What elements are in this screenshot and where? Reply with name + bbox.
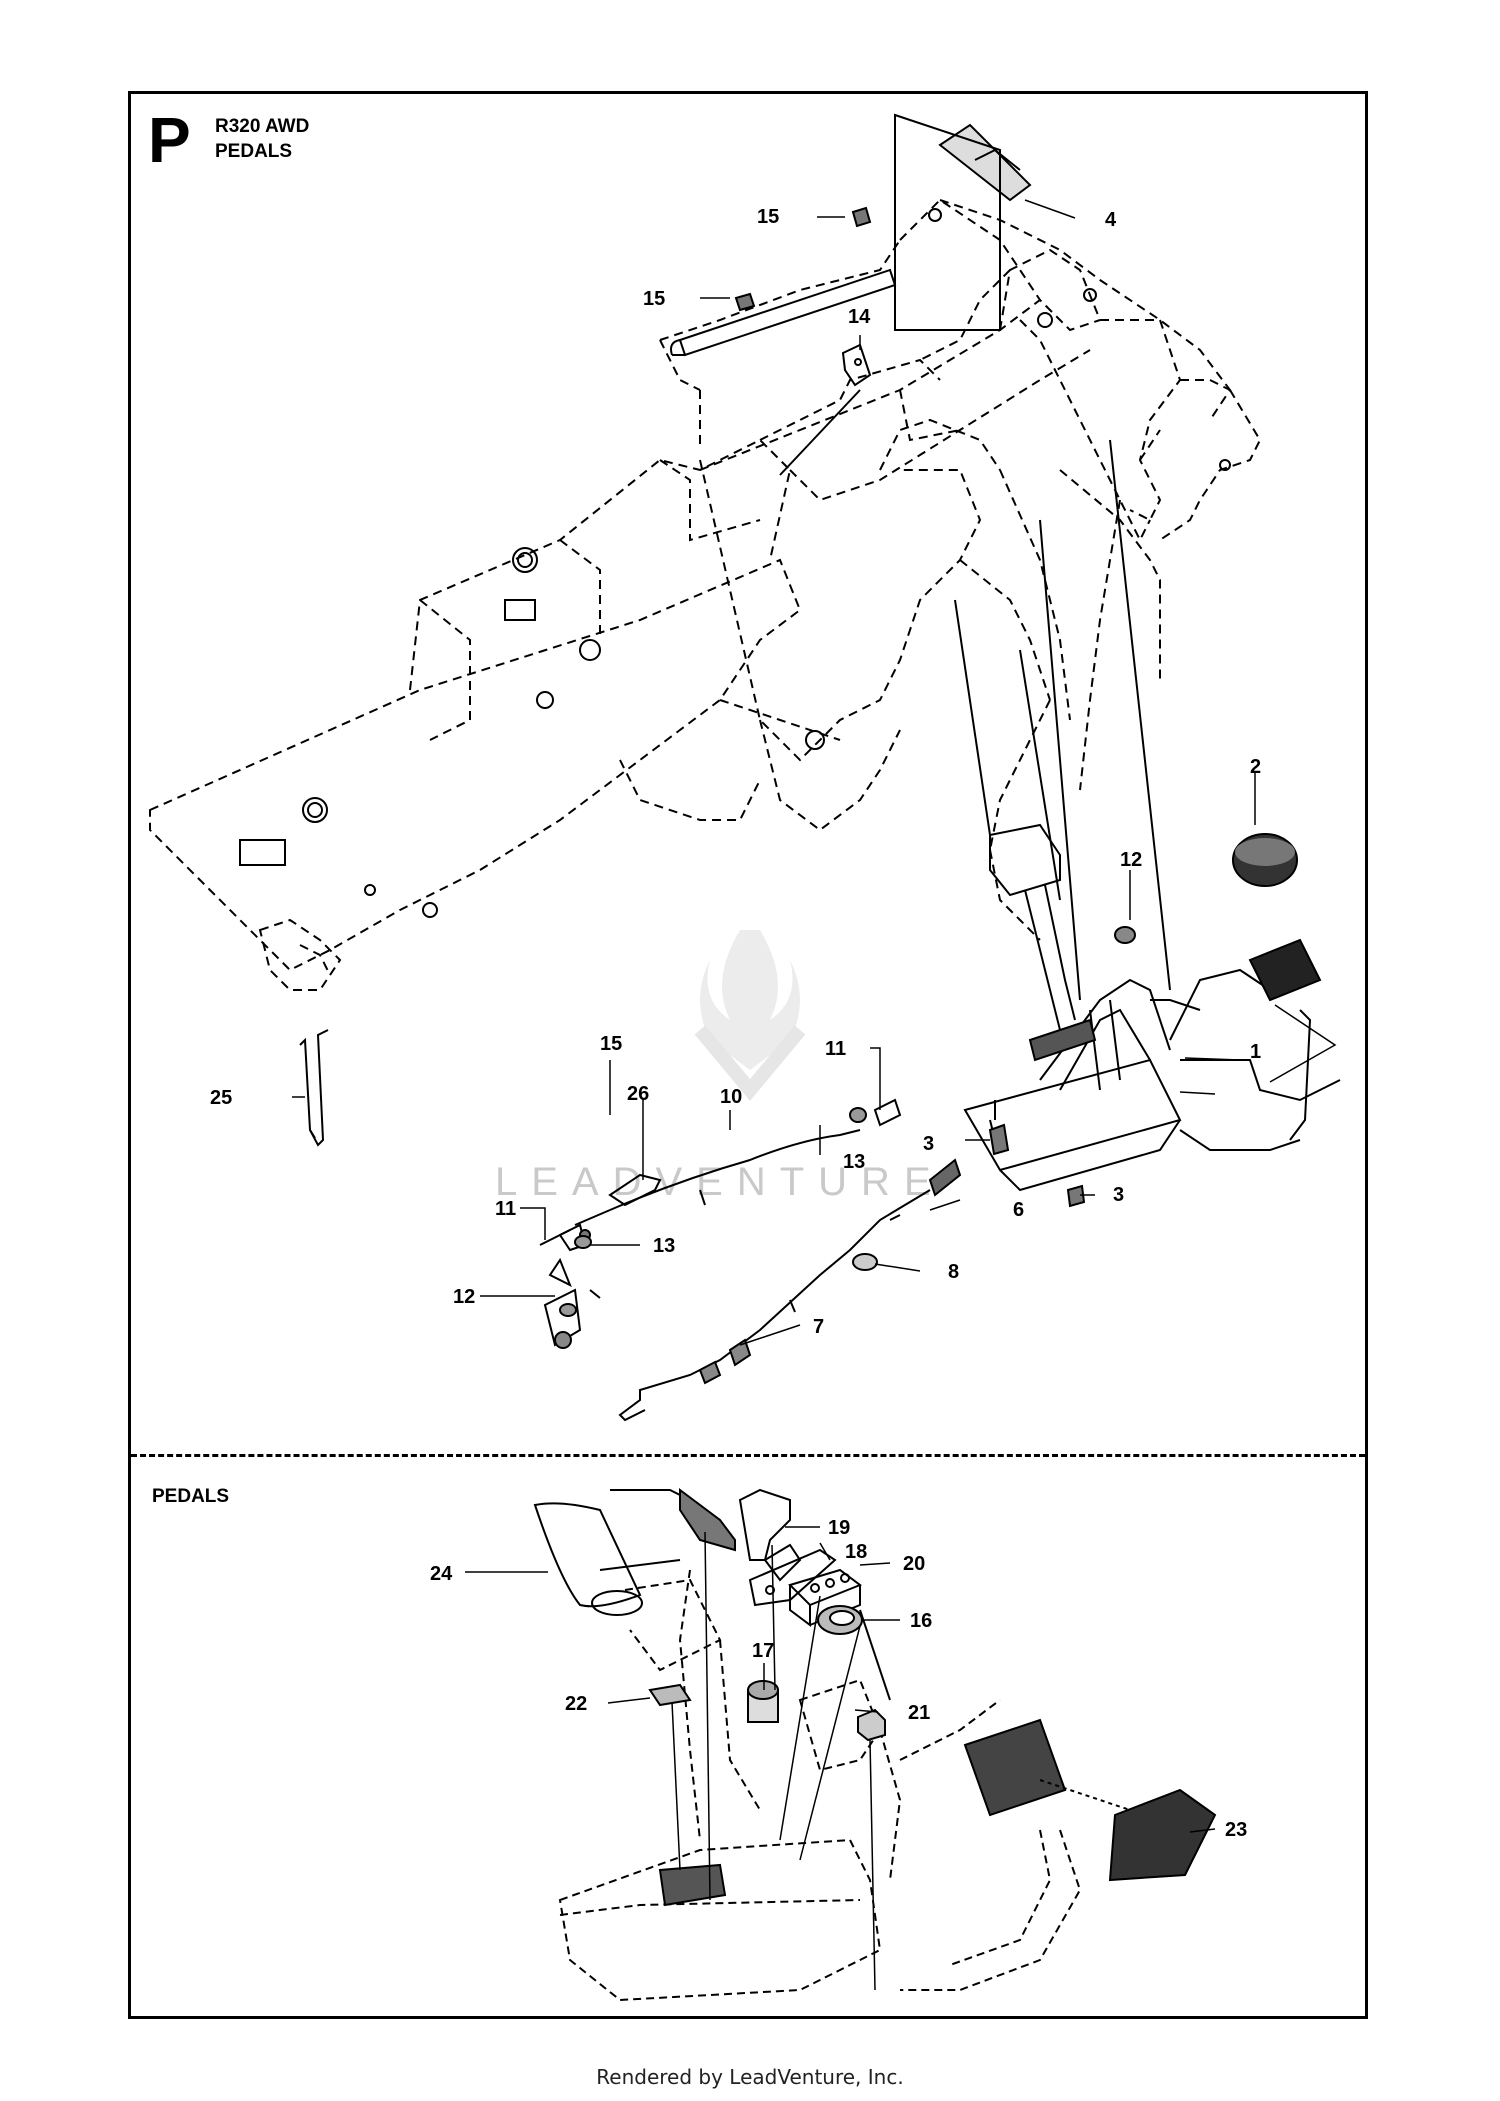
callout-22: 22 (565, 1693, 587, 1715)
cable-6-7 (618, 1119, 996, 1422)
diagram-frame (128, 91, 1368, 2019)
section-title: PEDALS (215, 141, 293, 162)
part-4-bracket (894, 113, 1032, 331)
callout-20: 20 (903, 1553, 925, 1575)
part-14-bracket (779, 343, 872, 476)
callout-8: 8 (948, 1261, 959, 1283)
nut-12-upper (1114, 926, 1136, 944)
callout-10: 10 (720, 1086, 742, 1108)
detail-spring-19 (610, 1488, 802, 1582)
pedal-spring (1028, 1018, 1097, 1062)
detail-leader-lines (671, 1531, 876, 1991)
callout-7: 7 (813, 1316, 824, 1338)
callout-17: 17 (752, 1640, 774, 1662)
linkage-rods (954, 439, 1171, 1120)
detail-title: PEDALS (152, 1486, 230, 1507)
left-small-parts (539, 1098, 902, 1349)
callout-13-lower: 13 (653, 1235, 675, 1257)
section-letter: P (148, 104, 191, 176)
callout-14: 14 (848, 306, 871, 328)
detail-pedal-rubber-23 (963, 1718, 1217, 1882)
callout-21: 21 (908, 1702, 930, 1724)
watermark: LEADVENTURE (495, 930, 945, 1204)
detail-spring-block (658, 1863, 727, 1907)
callout-4: 4 (1105, 209, 1117, 231)
frame-holes (239, 208, 1231, 918)
bolts-3 (988, 1123, 1086, 1208)
part-25-hook (299, 1029, 329, 1147)
detail-bushing-16 (817, 1605, 863, 1635)
detail-clip-21 (857, 1708, 886, 1742)
watermark-text: LEADVENTURE (495, 1160, 945, 1204)
callout-12-upper: 12 (1120, 849, 1142, 871)
model-label: R320 AWD (215, 116, 310, 137)
callout-15-top: 15 (757, 206, 779, 228)
callout-24: 24 (430, 1563, 453, 1585)
callout-11-upper: 11 (825, 1038, 846, 1060)
callouts: 4 15 15 14 2 12 1 11 3 3 6 8 7 25 15 26 … (210, 206, 1261, 1841)
callout-26: 26 (627, 1083, 649, 1105)
bolts-15-top (734, 206, 872, 312)
callout-11-lower: 11 (495, 1198, 516, 1220)
callout-1: 1 (1250, 1041, 1261, 1063)
callout-19: 19 (828, 1517, 850, 1539)
detail-part-18 (748, 1548, 837, 1607)
detail-plate-22 (648, 1683, 692, 1707)
callout-23: 23 (1225, 1819, 1247, 1841)
callout-3-left: 3 (923, 1133, 934, 1155)
callout-15-lower: 15 (600, 1033, 622, 1055)
detail-roller-17 (747, 1680, 779, 1723)
footer-credit: Rendered by LeadVenture, Inc. (596, 2065, 904, 2089)
callout-2: 2 (1250, 756, 1261, 778)
section-divider (131, 1454, 1365, 1457)
callout-18: 18 (845, 1541, 867, 1563)
callout-13-upper: 13 (843, 1151, 865, 1173)
pedal-pad-2 (1232, 833, 1298, 887)
callout-6: 6 (1013, 1199, 1024, 1221)
callout-3-right: 3 (1113, 1184, 1124, 1206)
callout-12-lower: 12 (453, 1286, 475, 1308)
tractor-frame (149, 198, 1262, 991)
callout-15-mid: 15 (643, 288, 665, 310)
callout-25: 25 (210, 1087, 232, 1109)
callout-leaders (292, 199, 1337, 1833)
callout-16: 16 (910, 1610, 932, 1632)
